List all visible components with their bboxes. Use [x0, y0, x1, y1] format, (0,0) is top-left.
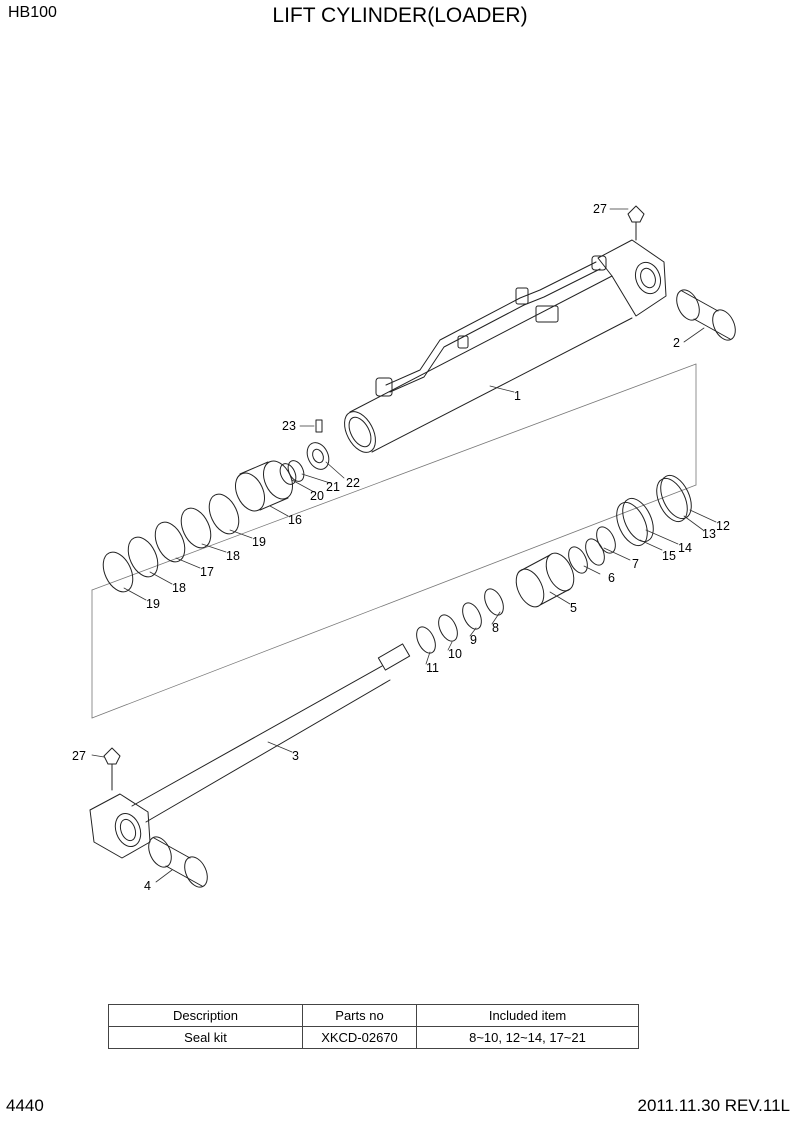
seal-kit-table: Description Parts no Included item Seal … — [108, 1004, 639, 1049]
grease-nipple-bottom — [103, 747, 121, 791]
label-27-top: 27 — [593, 202, 607, 216]
cell-description: Seal kit — [108, 1026, 303, 1049]
piston-rod — [89, 643, 411, 859]
label-14: 14 — [678, 541, 692, 555]
cylinder-tube — [344, 239, 667, 453]
date-revision: 2011.11.30 REV.11L — [637, 1096, 790, 1115]
reference-frame — [91, 363, 697, 719]
page-title: LIFT CYLINDER(LOADER) — [272, 4, 528, 27]
label-9: 9 — [470, 633, 477, 647]
page-number: 4440 — [6, 1096, 44, 1115]
label-13: 13 — [702, 527, 716, 541]
set-screw-23 — [315, 419, 323, 433]
label-20: 20 — [310, 489, 324, 503]
nut-22 — [306, 442, 330, 470]
label-8: 8 — [492, 621, 499, 635]
label-5: 5 — [570, 601, 577, 615]
label-19-b: 19 — [146, 597, 160, 611]
gland — [515, 552, 575, 608]
label-18-b: 18 — [172, 581, 186, 595]
table-row: Seal kit XKCD-02670 8~10, 12~14, 17~21 — [108, 1026, 639, 1049]
bushing-4 — [148, 836, 208, 888]
leader-lines — [91, 208, 717, 883]
header-parts-no: Parts no — [302, 1004, 417, 1027]
seal-rings-left — [102, 460, 305, 593]
label-2: 2 — [673, 336, 680, 350]
label-11: 11 — [426, 661, 439, 675]
part-labels: 27 2 1 23 22 21 20 16 19 18 17 18 19 12 … — [72, 202, 730, 893]
label-4: 4 — [144, 879, 151, 893]
model-code: HB100 — [8, 4, 57, 21]
label-21: 21 — [326, 480, 340, 494]
header-description: Description — [108, 1004, 303, 1027]
label-16: 16 — [288, 513, 302, 527]
header-included-item: Included item — [416, 1004, 639, 1027]
label-22: 22 — [346, 476, 360, 490]
cell-included-item: 8~10, 12~14, 17~21 — [416, 1026, 639, 1049]
bushing-2 — [676, 289, 736, 341]
cell-parts-no: XKCD-02670 — [302, 1026, 417, 1049]
grease-nipple-top — [627, 205, 645, 241]
seals-right — [416, 474, 692, 654]
label-1: 1 — [514, 389, 521, 403]
label-10: 10 — [448, 647, 462, 661]
label-6: 6 — [608, 571, 615, 585]
label-17: 17 — [200, 565, 214, 579]
label-3: 3 — [292, 749, 299, 763]
label-7: 7 — [632, 557, 639, 571]
label-12: 12 — [716, 519, 730, 533]
label-18-a: 18 — [226, 549, 240, 563]
label-15: 15 — [662, 549, 676, 563]
label-27-bottom: 27 — [72, 749, 86, 763]
table-header-row: Description Parts no Included item — [108, 1004, 639, 1027]
label-23: 23 — [282, 419, 296, 433]
label-19-a: 19 — [252, 535, 266, 549]
